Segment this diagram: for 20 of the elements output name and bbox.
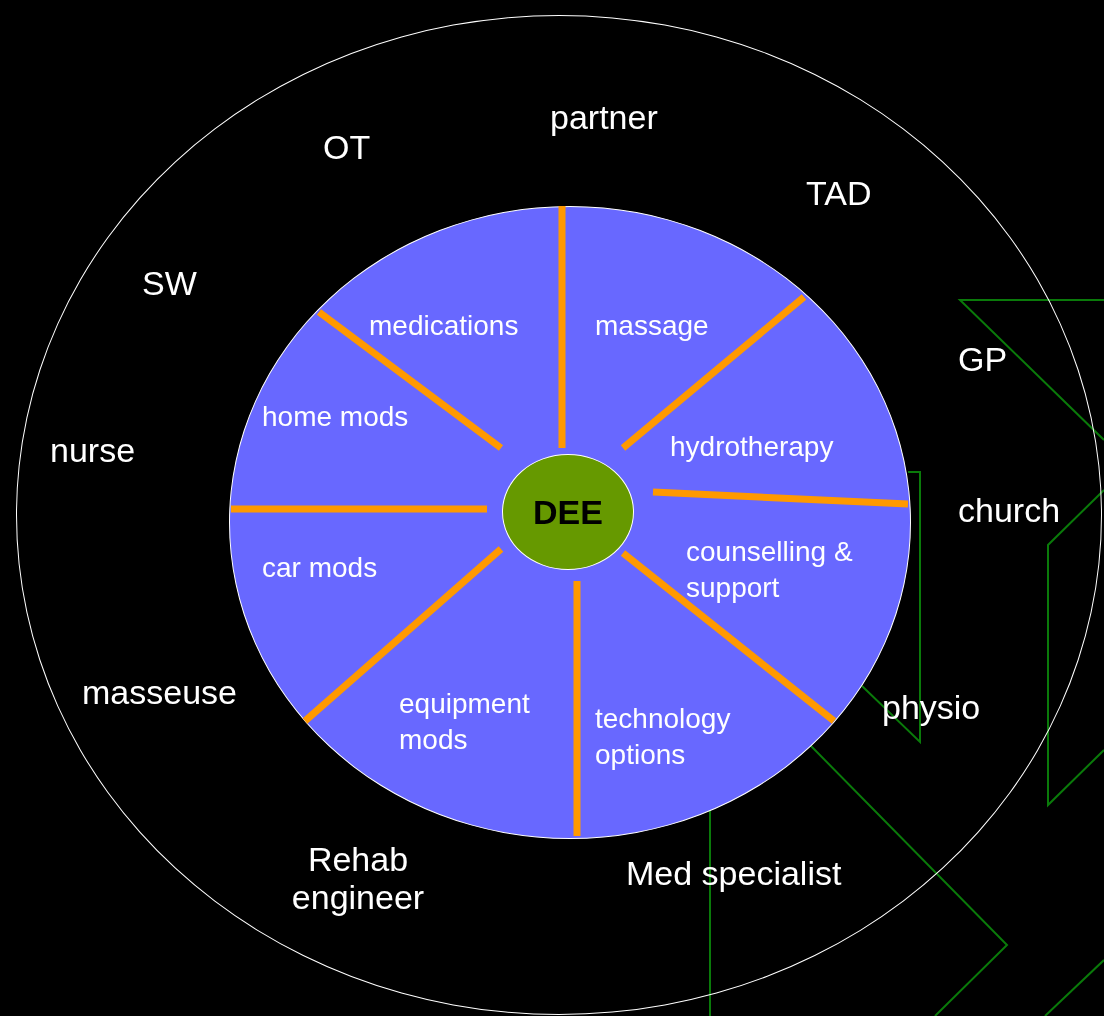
service-label: counselling & support (686, 535, 854, 605)
service-label: massage (595, 309, 709, 343)
role-label: masseuse (82, 673, 237, 711)
service-label: car mods (262, 551, 378, 585)
role-label: church (958, 491, 1061, 529)
role-label: OT (323, 128, 371, 166)
role-label: TAD (806, 174, 872, 212)
role-label: GP (958, 340, 1008, 378)
service-label: medications (369, 309, 519, 343)
service-label: equipment mods (399, 687, 531, 757)
role-label: Med specialist (626, 854, 842, 892)
role-label: partner (550, 98, 658, 136)
role-label: SW (142, 264, 197, 302)
role-label: physio (882, 688, 981, 726)
role-label: Rehab engineer (290, 840, 426, 916)
role-label: nurse (50, 431, 136, 469)
center-label: DEE (533, 492, 603, 532)
service-label: technology options (595, 702, 732, 772)
service-label: hydrotherapy (670, 430, 834, 464)
service-label: home mods (262, 400, 409, 434)
